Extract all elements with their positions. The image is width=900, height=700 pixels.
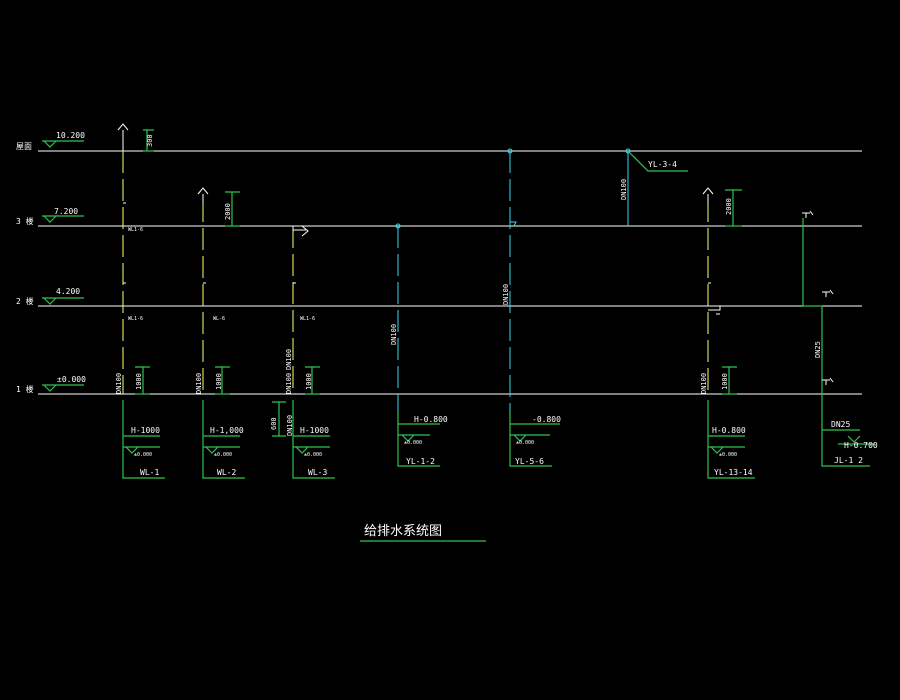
- svg-text:H-1000: H-1000: [131, 426, 160, 435]
- stack-label-wl-3: WL-3: [308, 468, 327, 477]
- valve-icon: [822, 289, 834, 297]
- valve-icon: [802, 210, 814, 218]
- elevation-mark-1: ±0.000: [42, 375, 86, 392]
- svg-text:H-0.800: H-0.800: [414, 415, 448, 424]
- svg-text:±0.000: ±0.000: [134, 452, 152, 458]
- svg-text:300: 300: [146, 134, 154, 147]
- svg-text:H-1000: H-1000: [300, 426, 329, 435]
- stack-wl-1: 300 WL1-6 WL1-6 1000 DN100 H-1000 ±0.000…: [115, 123, 165, 479]
- svg-text:H-1,000: H-1,000: [210, 426, 244, 435]
- svg-text:DN100: DN100: [285, 373, 293, 394]
- stack-yl-1-2: DN100 H-0.800 ±0.000 YL-1-2: [390, 223, 448, 467]
- svg-text:±0.000: ±0.000: [304, 452, 322, 458]
- svg-text:1000: 1000: [721, 373, 729, 390]
- diagram-title: 给排水系统图: [364, 524, 442, 539]
- valve-icon: [822, 377, 834, 385]
- stack-wl-3: WL1-6 DN100 1000 DN100 600 DN100 H-1000 …: [270, 225, 335, 479]
- svg-text:DN25: DN25: [814, 341, 822, 358]
- stack-label-jl-1-2: JL-1 2: [834, 456, 863, 465]
- vent-cap-icon: [117, 123, 129, 131]
- elevation-mark-3: 7.200: [42, 207, 84, 223]
- elevation-1: ±0.000: [57, 375, 86, 384]
- svg-text:DN100: DN100: [286, 415, 294, 436]
- svg-text:WL1-6: WL1-6: [128, 227, 143, 233]
- svg-text:WL1-6: WL1-6: [128, 316, 143, 322]
- svg-text:DN100: DN100: [195, 373, 203, 394]
- svg-text:WL-6: WL-6: [213, 316, 225, 322]
- elevation-2: 4.200: [56, 287, 80, 296]
- svg-text:±0.000: ±0.000: [214, 452, 232, 458]
- svg-text:DN100: DN100: [285, 349, 293, 370]
- svg-text:-0.800: -0.800: [532, 415, 561, 424]
- elevation-roof: 10.200: [56, 131, 85, 140]
- svg-text:WL1-6: WL1-6: [300, 316, 315, 322]
- svg-text:DN100: DN100: [115, 373, 123, 394]
- floor-label-3: 3 楼: [16, 216, 34, 226]
- stack-label-yl-1-2: YL-1-2: [406, 457, 435, 466]
- svg-text:YL-3-4: YL-3-4: [648, 160, 677, 169]
- svg-text:2000: 2000: [224, 203, 232, 220]
- floor-label-2: 2 楼: [16, 296, 34, 306]
- stack-jl-1-2: DN25 DN25 H-0.700 JL-1 2: [802, 210, 878, 467]
- svg-text:H-0.700: H-0.700: [844, 441, 878, 450]
- stack-label-yl-13-14: YL-13-14: [714, 468, 753, 477]
- vent-cap-icon: [197, 187, 209, 195]
- roof-drain-yl-3-4: DN100 YL-3-4: [620, 148, 688, 226]
- floor-label-roof: 屋面: [16, 142, 32, 151]
- svg-text:DN25: DN25: [831, 420, 850, 429]
- arrow-right-icon: [301, 225, 309, 237]
- stack-label-wl-1: WL-1: [140, 468, 159, 477]
- svg-text:±0.000: ±0.000: [516, 440, 534, 446]
- vent-cap-icon: [702, 187, 714, 195]
- elevation-3: 7.200: [54, 207, 78, 216]
- stack-wl-2: 2000 WL-6 1000 DN100 H-1,000 ±0.000 WL-2: [195, 187, 245, 479]
- svg-text:DN100: DN100: [620, 179, 628, 200]
- svg-text:DN100: DN100: [390, 324, 398, 345]
- stack-yl-13-14: 2000 1000 DN100 H-0.800 ±0.000 YL-13-14: [700, 187, 755, 479]
- svg-text:1000: 1000: [215, 373, 223, 390]
- svg-text:DN100: DN100: [502, 284, 510, 305]
- svg-text:±0.000: ±0.000: [404, 440, 422, 446]
- svg-text:H-0.800: H-0.800: [712, 426, 746, 435]
- elevation-mark-2: 4.200: [42, 287, 84, 305]
- stack-yl-5-6: DN100 -0.800 ±0.000 YL-5-6: [502, 148, 561, 467]
- svg-text:600: 600: [270, 417, 278, 430]
- elevation-mark-roof: 10.200: [42, 131, 85, 148]
- floor-label-1: 1 楼: [16, 384, 34, 394]
- stack-label-yl-5-6: YL-5-6: [515, 457, 544, 466]
- svg-text:±0.000: ±0.000: [719, 452, 737, 458]
- svg-text:DN100: DN100: [700, 373, 708, 394]
- svg-text:1000: 1000: [135, 373, 143, 390]
- svg-text:1000: 1000: [305, 373, 313, 390]
- svg-text:2000: 2000: [725, 198, 733, 215]
- stack-label-wl-2: WL-2: [217, 468, 236, 477]
